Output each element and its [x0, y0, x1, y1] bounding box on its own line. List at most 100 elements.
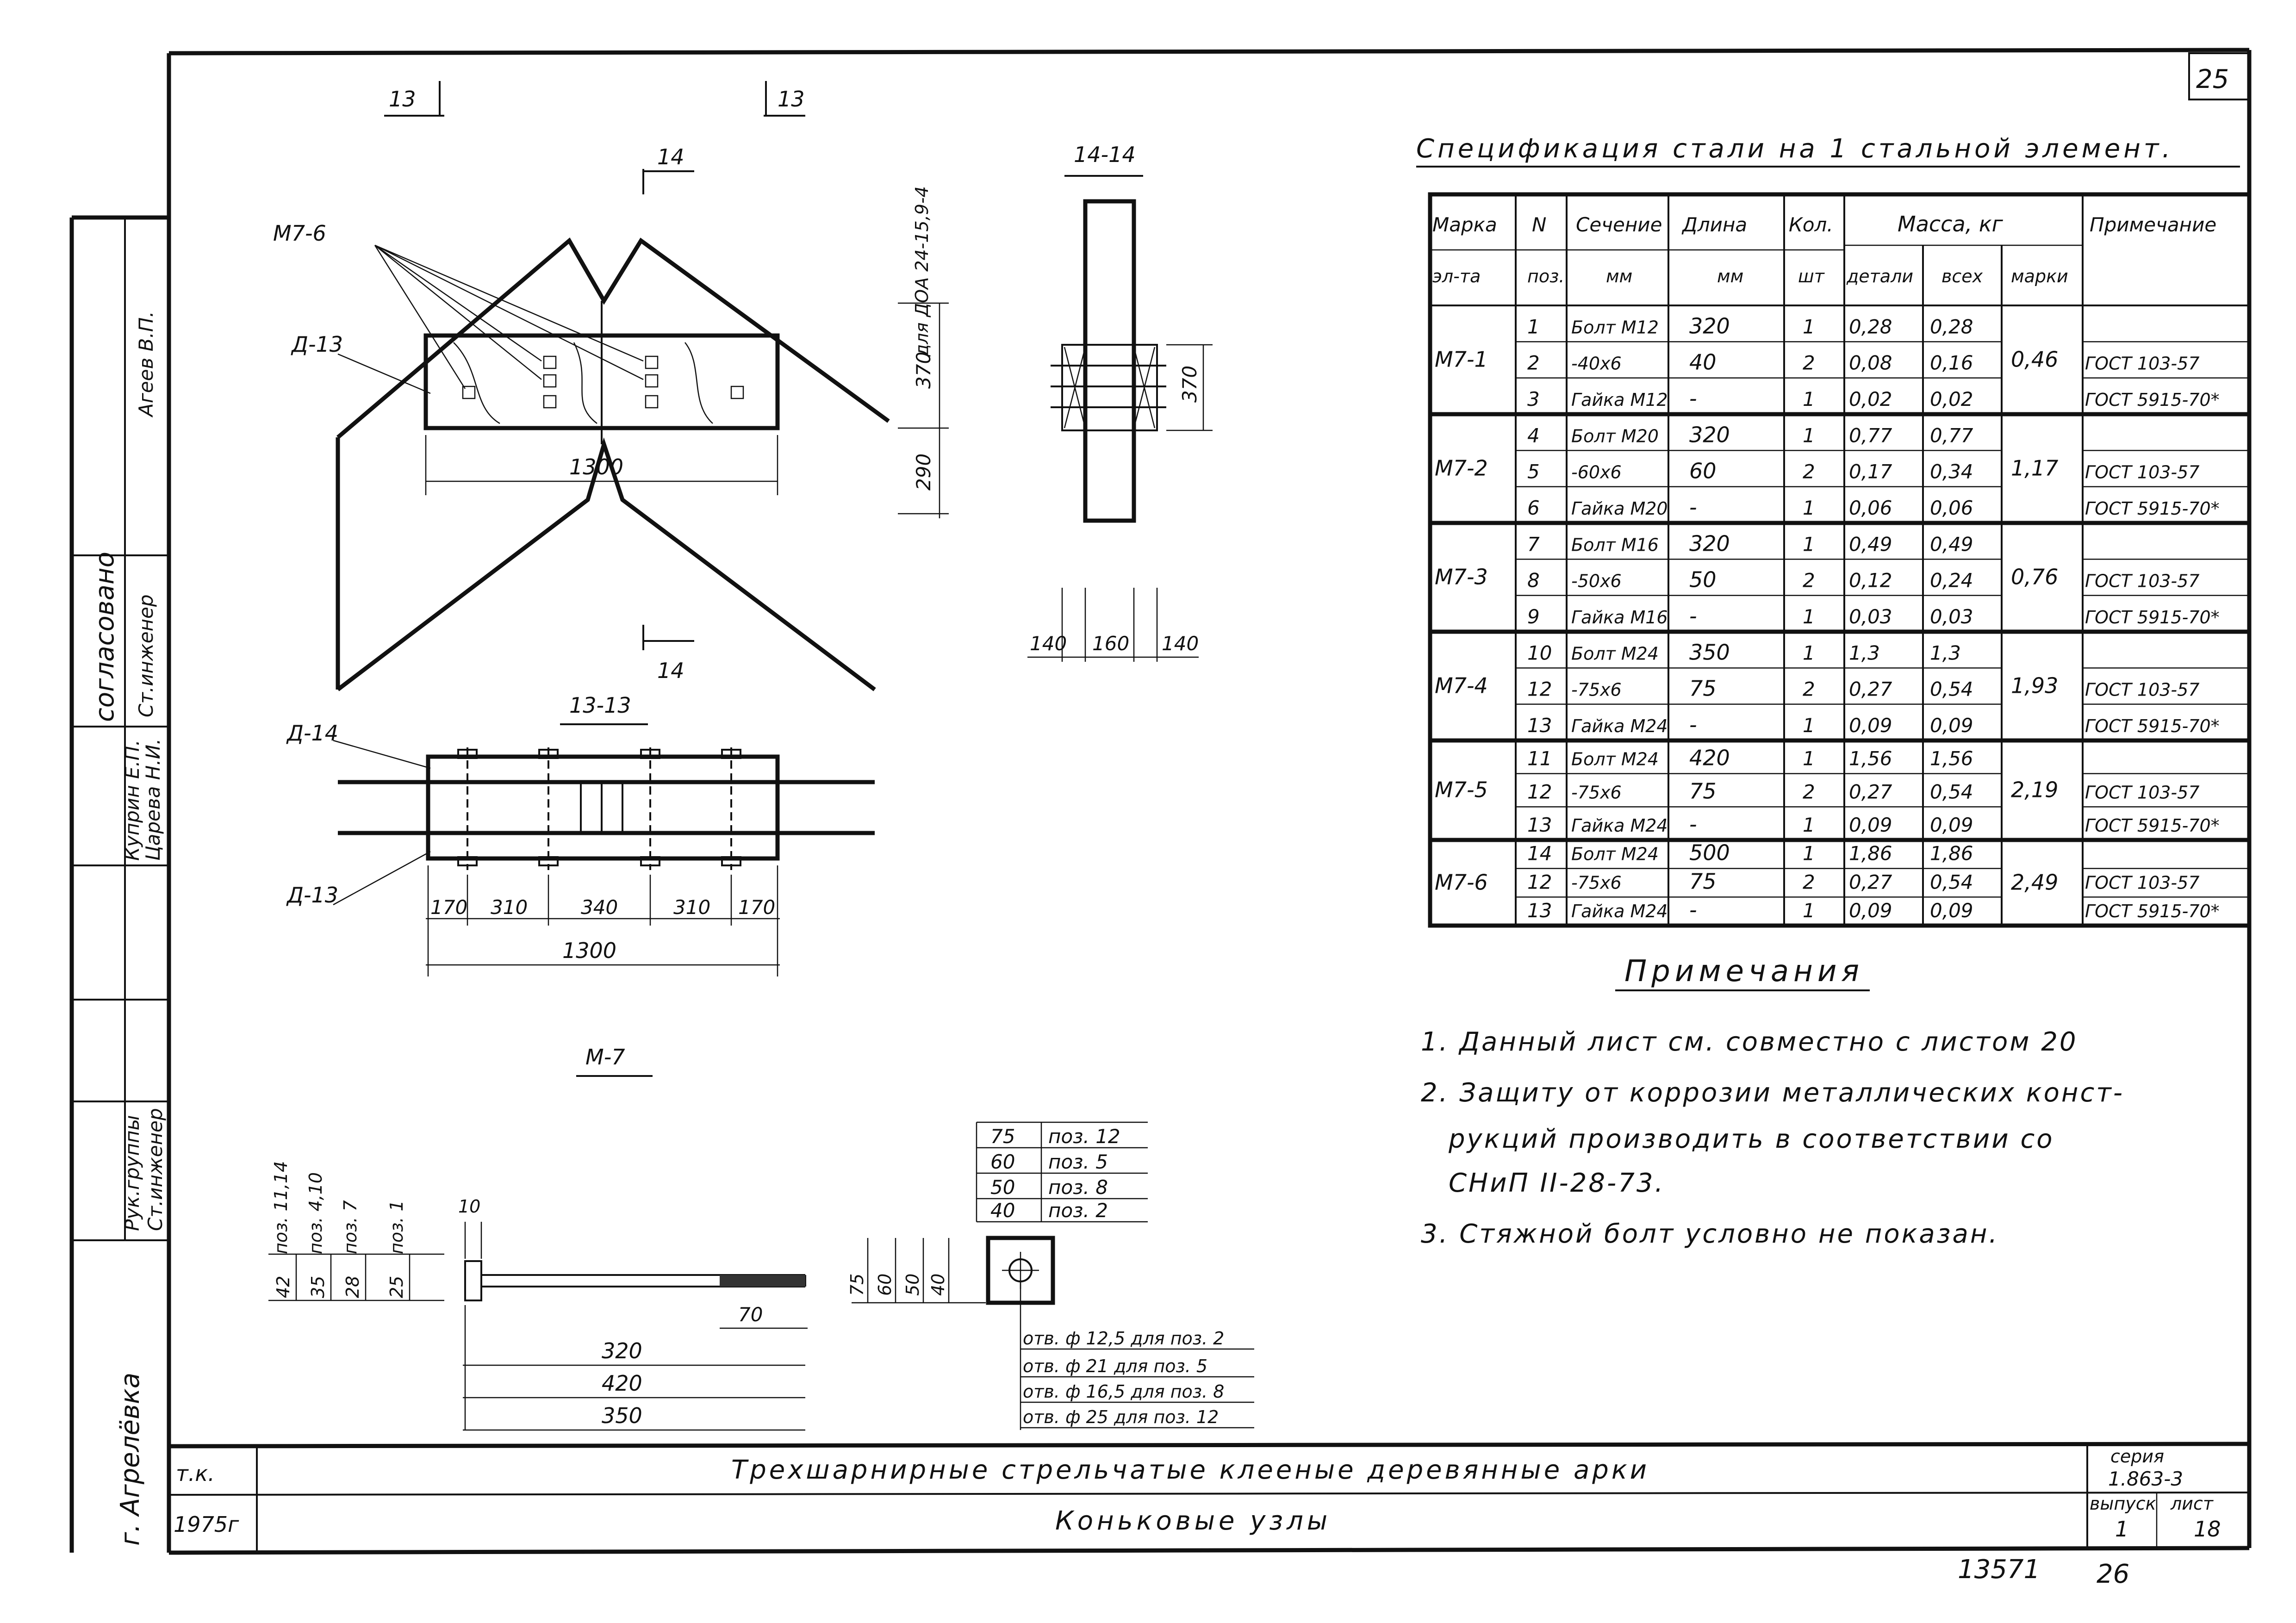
spec-mass-detail: 0,27: [1849, 871, 1892, 893]
spec-length: -: [1689, 386, 1697, 411]
spec-section: Болт М12: [1571, 317, 1659, 337]
washer-size-40: 40: [990, 1199, 1015, 1222]
spec-mass-all: 0,09: [1930, 899, 1973, 922]
dim-370-side: 370: [1178, 366, 1201, 403]
section-14-14: 14-14 370 140 160 140: [1027, 142, 1213, 662]
washer-pos-8: поз. 8: [1048, 1176, 1108, 1199]
spec-length: -: [1689, 712, 1697, 737]
spec-mark: М7-3: [1435, 565, 1488, 590]
spec-length: 320: [1689, 531, 1730, 556]
hole-note-2: отв. ф 21 для поз. 5: [1023, 1356, 1207, 1376]
spec-mass-detail: 0,09: [1849, 714, 1892, 737]
hdr-all: всех: [1941, 266, 1983, 286]
tb-series-label: серия: [2110, 1446, 2164, 1467]
spec-mark-mass: 2,49: [2011, 870, 2058, 895]
hdr-n2: поз.: [1527, 266, 1564, 286]
spec-pos: 4: [1527, 424, 1540, 447]
tb-org: т.к.: [176, 1461, 215, 1486]
washer-size-50: 50: [990, 1176, 1015, 1199]
spec-length: 75: [1689, 778, 1717, 803]
washer-size-75: 75: [990, 1125, 1015, 1148]
spec-mass-all: 0,77: [1930, 424, 1973, 447]
spec-length: -: [1689, 603, 1697, 628]
notes: Примечания 1. Данный лист см. совместно …: [1421, 954, 2122, 1249]
spec-note: ГОСТ 5915-70*: [2085, 390, 2220, 410]
spec-section: -75х6: [1571, 680, 1622, 700]
spec-pos: 2: [1527, 352, 1540, 374]
spec-mass-detail: 0,17: [1849, 460, 1892, 483]
spec-mass-all: 0,09: [1930, 814, 1973, 836]
stamp-role-1: Ст.инженер: [135, 594, 157, 717]
m7-len-320: 320: [602, 1338, 642, 1363]
spec-section: Гайка М24: [1571, 716, 1668, 736]
spec-mark-mass: 0,76: [2011, 565, 2058, 590]
spec-mass-all: 0,03: [1930, 605, 1973, 628]
hdr-detail: детали: [1846, 266, 1913, 286]
spec-mass-all: 0,54: [1930, 780, 1973, 803]
spec-length: 420: [1689, 746, 1730, 771]
dim-14-c: 140: [1162, 632, 1199, 655]
side-stamp: согласовано Ст.инженер Агеев В.П. Куприн…: [90, 311, 167, 1546]
hdr-section2: мм: [1606, 266, 1632, 286]
spec-note: ГОСТ 103-57: [2085, 354, 2200, 374]
spec-section: -50х6: [1571, 571, 1622, 591]
note-line-3: рукций производить в соответствии со: [1448, 1124, 2054, 1154]
spec-length: -: [1689, 495, 1697, 520]
dim-13-b: 310: [491, 896, 528, 919]
cut-13-left: 13: [389, 87, 416, 112]
spec-mass-all: 0,02: [1930, 388, 1973, 410]
spec-pos: 12: [1527, 780, 1552, 803]
spec-length: 320: [1689, 422, 1730, 447]
hdr-qty2: шт: [1798, 266, 1825, 286]
label-d14: Д-14: [286, 721, 338, 746]
m7-dim-35: 35: [308, 1276, 328, 1298]
spec-mass-detail: 0,09: [1849, 814, 1892, 836]
spec-mark: М7-1: [1435, 347, 1488, 372]
stamp-name-3: Царева Н.И.: [142, 739, 164, 861]
spec-pos: 12: [1527, 678, 1552, 701]
spec-qty: 2: [1803, 352, 1815, 374]
spec-mass-detail: 0,28: [1849, 315, 1892, 338]
spec-note: ГОСТ 5915-70*: [2085, 498, 2220, 519]
stamp-name-2: Куприн Е.П.: [121, 740, 143, 861]
m7-dim-28: 28: [342, 1276, 363, 1298]
spec-length: -: [1689, 812, 1697, 837]
spec-title: Спецификация стали на 1 стальной элемент…: [1416, 134, 2173, 164]
dim-290: 290: [912, 454, 935, 491]
spec-mark: М7-5: [1435, 777, 1488, 802]
hdr-note: Примечание: [2090, 213, 2216, 236]
spec-length: -: [1689, 897, 1697, 922]
m7-dim-42: 42: [273, 1276, 293, 1298]
dim-13-e: 170: [738, 896, 775, 919]
dim-13-c: 340: [581, 896, 618, 919]
spec-qty: 1: [1803, 842, 1815, 865]
m7-pos-3: поз. 7: [340, 1200, 361, 1254]
spec-mass-detail: 0,08: [1849, 352, 1892, 374]
spec-mass-all: 0,28: [1930, 315, 1973, 338]
washer-dim-50: 50: [902, 1274, 923, 1296]
hdr-n: N: [1532, 213, 1546, 236]
spec-mark-mass: 2,19: [2011, 777, 2058, 802]
spec-mark: М7-6: [1435, 870, 1488, 895]
spec-pos: 14: [1527, 842, 1552, 865]
washer-dim-60: 60: [875, 1274, 895, 1296]
spec-mass-detail: 0,27: [1849, 780, 1892, 803]
spec-note: ГОСТ 5915-70*: [2085, 901, 2220, 921]
spec-table: Спецификация стали на 1 стальной элемент…: [1416, 134, 2252, 928]
m7-dim-70: 70: [738, 1303, 763, 1326]
spec-qty: 2: [1803, 569, 1815, 592]
inventory-number: 13571: [1958, 1555, 2040, 1585]
m7-dim-25: 25: [386, 1276, 407, 1298]
spec-pos: 13: [1527, 899, 1552, 922]
spec-qty: 2: [1803, 780, 1815, 803]
spec-qty: 1: [1803, 714, 1815, 737]
spec-mass-detail: 1,56: [1849, 747, 1892, 770]
spec-qty: 1: [1803, 814, 1815, 836]
spec-length: 50: [1689, 567, 1717, 592]
cut-14-top: 14: [657, 144, 684, 169]
spec-mark-mass: 0,46: [2011, 347, 2058, 372]
title-14-14: 14-14: [1074, 142, 1136, 167]
spec-pos: 12: [1527, 871, 1552, 893]
spec-section: Гайка М24: [1571, 901, 1668, 921]
tb-year: 1975г: [174, 1512, 239, 1537]
